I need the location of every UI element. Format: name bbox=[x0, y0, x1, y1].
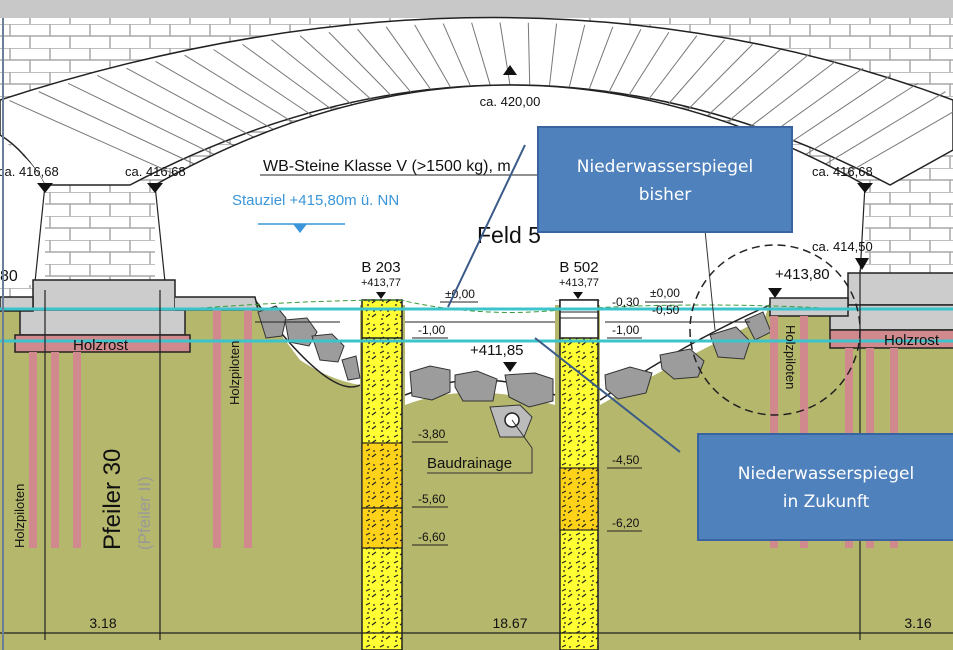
holzpiloten-label: Holzpiloten bbox=[783, 325, 798, 389]
voussoir-joint bbox=[588, 26, 614, 91]
level-label: -1,00 bbox=[612, 323, 640, 337]
voussoir-joint bbox=[67, 82, 215, 155]
level-label: -0,50 bbox=[652, 303, 680, 317]
voussoir-joint bbox=[271, 39, 353, 106]
pfeiler-label: Pfeiler 30 bbox=[99, 449, 126, 550]
borehole-b203 bbox=[361, 299, 403, 650]
callout-niederwasser-zukunft: Niederwasserspiegel in Zukunft bbox=[697, 433, 953, 541]
holzrost-left-label: Holzrost bbox=[73, 337, 129, 354]
baudrainage-label: Baudrainage bbox=[427, 455, 512, 472]
voussoir-joint bbox=[548, 23, 558, 87]
voussoir-joint bbox=[568, 24, 586, 88]
level-label: -3,80 bbox=[418, 427, 446, 441]
voussoir-joint bbox=[627, 31, 670, 97]
holzpiloten-label: Holzpiloten bbox=[227, 341, 242, 405]
voussoir-joint bbox=[9, 100, 175, 175]
voussoir-joint bbox=[785, 75, 891, 146]
wb-steine-label: WB-Steine Klasse V (>1500 kg), m bbox=[263, 158, 511, 175]
level-markers bbox=[37, 65, 873, 372]
dimension-label: 3.16 bbox=[904, 615, 931, 631]
voussoir-joint bbox=[527, 22, 531, 86]
level-label: -6,20 bbox=[612, 516, 640, 530]
pfeiler-old-label: (Pfeiler II) bbox=[135, 476, 154, 550]
voussoir-joint bbox=[155, 60, 274, 130]
callout-niederwasser-bisher: Niederwasserspiegel bisher bbox=[537, 126, 793, 233]
right-level: +413,80 bbox=[775, 266, 830, 283]
voussoir-joint bbox=[845, 111, 953, 175]
voussoir-joint bbox=[726, 54, 809, 123]
level-label: ±0,00 bbox=[445, 287, 475, 301]
stauziel-label: Stauziel +415,80m ü. NN bbox=[232, 192, 399, 209]
voussoir-joint bbox=[38, 91, 195, 165]
b502-name: B 502 bbox=[559, 259, 598, 276]
voussoir-joint bbox=[242, 43, 333, 111]
voussoir-joint bbox=[385, 26, 432, 91]
springing-level-2: ca. 416,68 bbox=[125, 164, 186, 179]
b502-top: +413,77 bbox=[559, 277, 599, 289]
holzrost-left bbox=[14, 334, 191, 353]
b203-name: B 203 bbox=[361, 259, 400, 276]
voussoir-joint bbox=[126, 67, 254, 138]
arch-voussoirs bbox=[0, 16, 953, 186]
springing-level-3: ca. 416,68 bbox=[812, 164, 873, 179]
b203-top: +413,77 bbox=[361, 277, 401, 289]
voussoir-joint bbox=[706, 49, 781, 117]
voussoir-joint bbox=[805, 82, 919, 155]
holzpiloten-label: Holzpiloten bbox=[12, 484, 27, 548]
voussoir-joint bbox=[97, 74, 235, 146]
level-label: -1,00 bbox=[418, 323, 446, 337]
dimension-label: 3.18 bbox=[89, 615, 116, 631]
level-label: -5,60 bbox=[418, 492, 446, 506]
level-label: -4,50 bbox=[612, 453, 640, 467]
voussoir-joint bbox=[213, 49, 314, 117]
voussoir-joint bbox=[608, 29, 642, 93]
voussoir-joint bbox=[299, 35, 373, 101]
springing-level-1: ca. 416,68 bbox=[0, 164, 59, 179]
level-lines bbox=[255, 301, 750, 546]
right-pier-level: ca. 414,50 bbox=[812, 239, 873, 254]
armour-stones bbox=[257, 305, 772, 408]
voussoir-joint bbox=[667, 39, 726, 106]
borehole-b502 bbox=[559, 299, 599, 650]
callout-line: bisher bbox=[639, 185, 692, 205]
top-bar bbox=[0, 0, 953, 18]
left-arch-opening bbox=[0, 140, 45, 285]
level-label: -6,60 bbox=[418, 530, 446, 544]
holzrost-right-label: Holzrost bbox=[884, 332, 940, 349]
level-label: ±0,00 bbox=[650, 286, 680, 300]
voussoir-joint bbox=[414, 24, 452, 89]
feld-label: Feld 5 bbox=[477, 222, 541, 248]
voussoir-joint bbox=[647, 35, 698, 101]
voussoir-joint bbox=[471, 22, 491, 86]
crown-level: ca. 420,00 bbox=[480, 94, 541, 109]
dimension-label: 18.67 bbox=[492, 615, 527, 631]
voussoir-joint bbox=[766, 67, 864, 138]
voussoir-joint bbox=[746, 60, 836, 130]
callout-line: Niederwasserspiegel bbox=[738, 464, 914, 484]
drainage-pipe bbox=[427, 404, 533, 474]
voussoir-joint bbox=[687, 44, 753, 111]
bed-level: +411,85 bbox=[470, 342, 524, 359]
voussoir-joint bbox=[825, 91, 946, 165]
callout-line: Niederwasserspiegel bbox=[577, 157, 753, 177]
voussoir-joint bbox=[184, 54, 294, 123]
voussoir-joint bbox=[357, 28, 412, 94]
voussoir-joint bbox=[328, 31, 393, 97]
voussoir-joint bbox=[442, 23, 472, 87]
level-label: -0,30 bbox=[612, 295, 640, 309]
cut-label: 80 bbox=[0, 268, 18, 285]
callout-line: in Zukunft bbox=[783, 492, 870, 512]
